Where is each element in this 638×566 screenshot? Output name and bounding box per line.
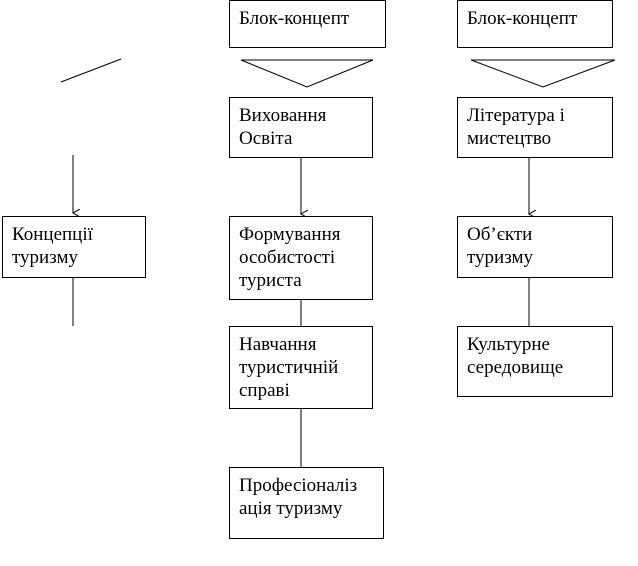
col3-block-concept-box: Блок-концепт [457, 0, 613, 48]
tourism-objects-box: Об’єкти туризму [457, 216, 613, 278]
col2-funnel-triangle [240, 59, 374, 88]
stray-diagonal-line [60, 58, 122, 83]
col3-funnel-triangle [470, 59, 616, 88]
tourist-personality-box: Формування особистості туриста [229, 216, 373, 300]
literature-art-box: Література і мистецтво [457, 97, 613, 158]
tourism-training-box: Навчання туристичній справі [229, 326, 373, 409]
upbringing-education-box: Виховання Освіта [229, 97, 373, 158]
tourism-professionalization-box: Професіоналіз ація туризму [229, 467, 384, 539]
cultural-environment-box: Культурне середовище [457, 326, 613, 397]
col2-block-concept-box: Блок-концепт [229, 0, 386, 48]
concept-tourism-box: Концепції туризму [2, 216, 146, 278]
